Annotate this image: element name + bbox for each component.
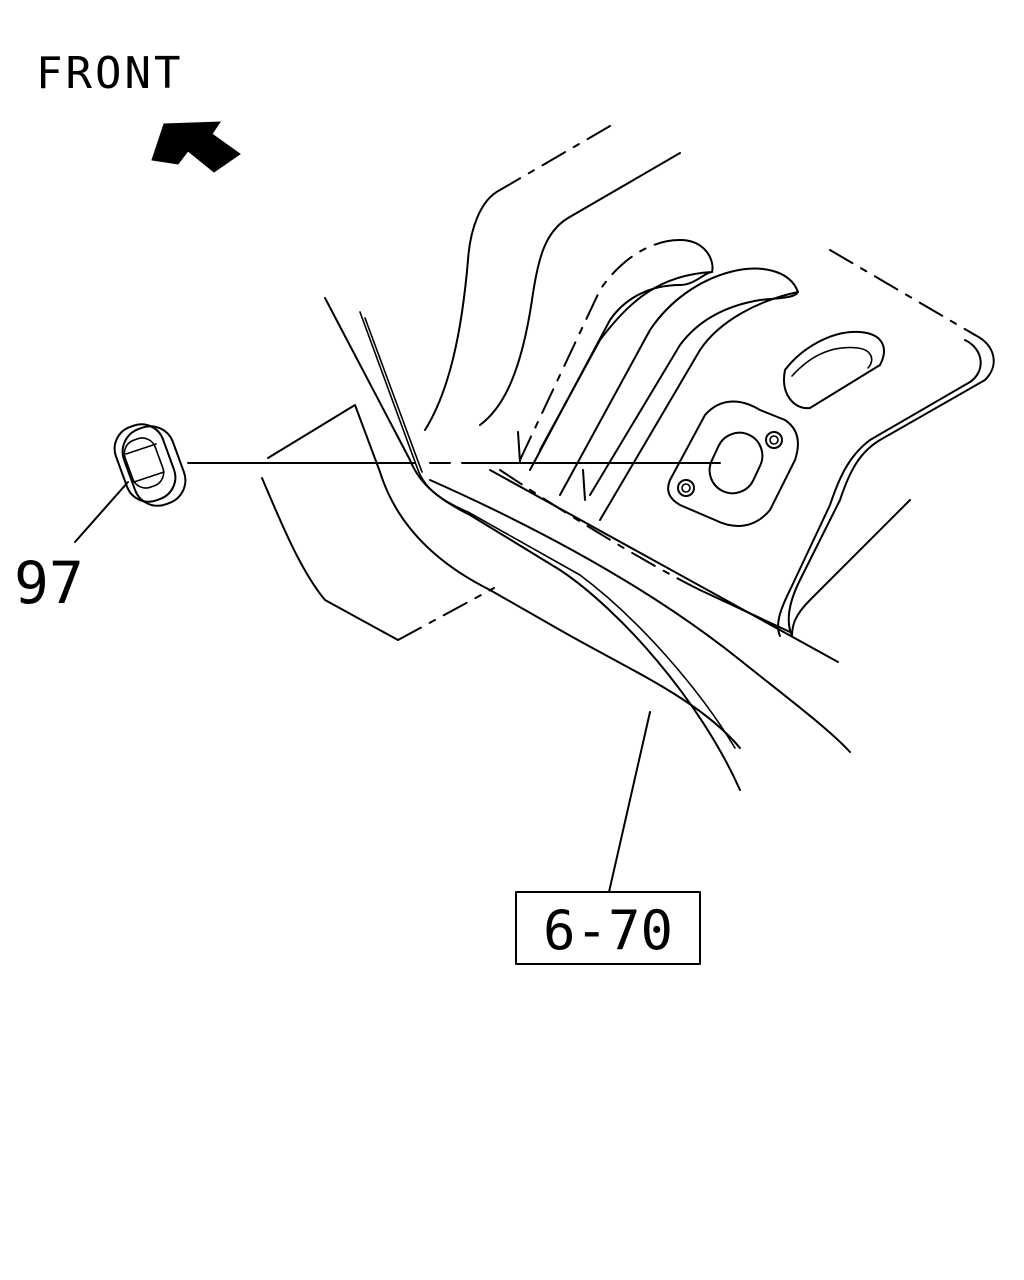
reference-leader	[608, 711, 651, 893]
front-label: FRONT	[36, 48, 183, 99]
reference-box-label: 6-70	[543, 899, 673, 962]
part-97-leader	[74, 481, 129, 543]
reference-box	[515, 891, 701, 965]
body-panel-outline	[261, 125, 995, 791]
grommet-part-97	[113, 423, 187, 507]
part-number-97: 97	[14, 549, 84, 617]
front-direction-arrow-icon	[151, 121, 241, 173]
